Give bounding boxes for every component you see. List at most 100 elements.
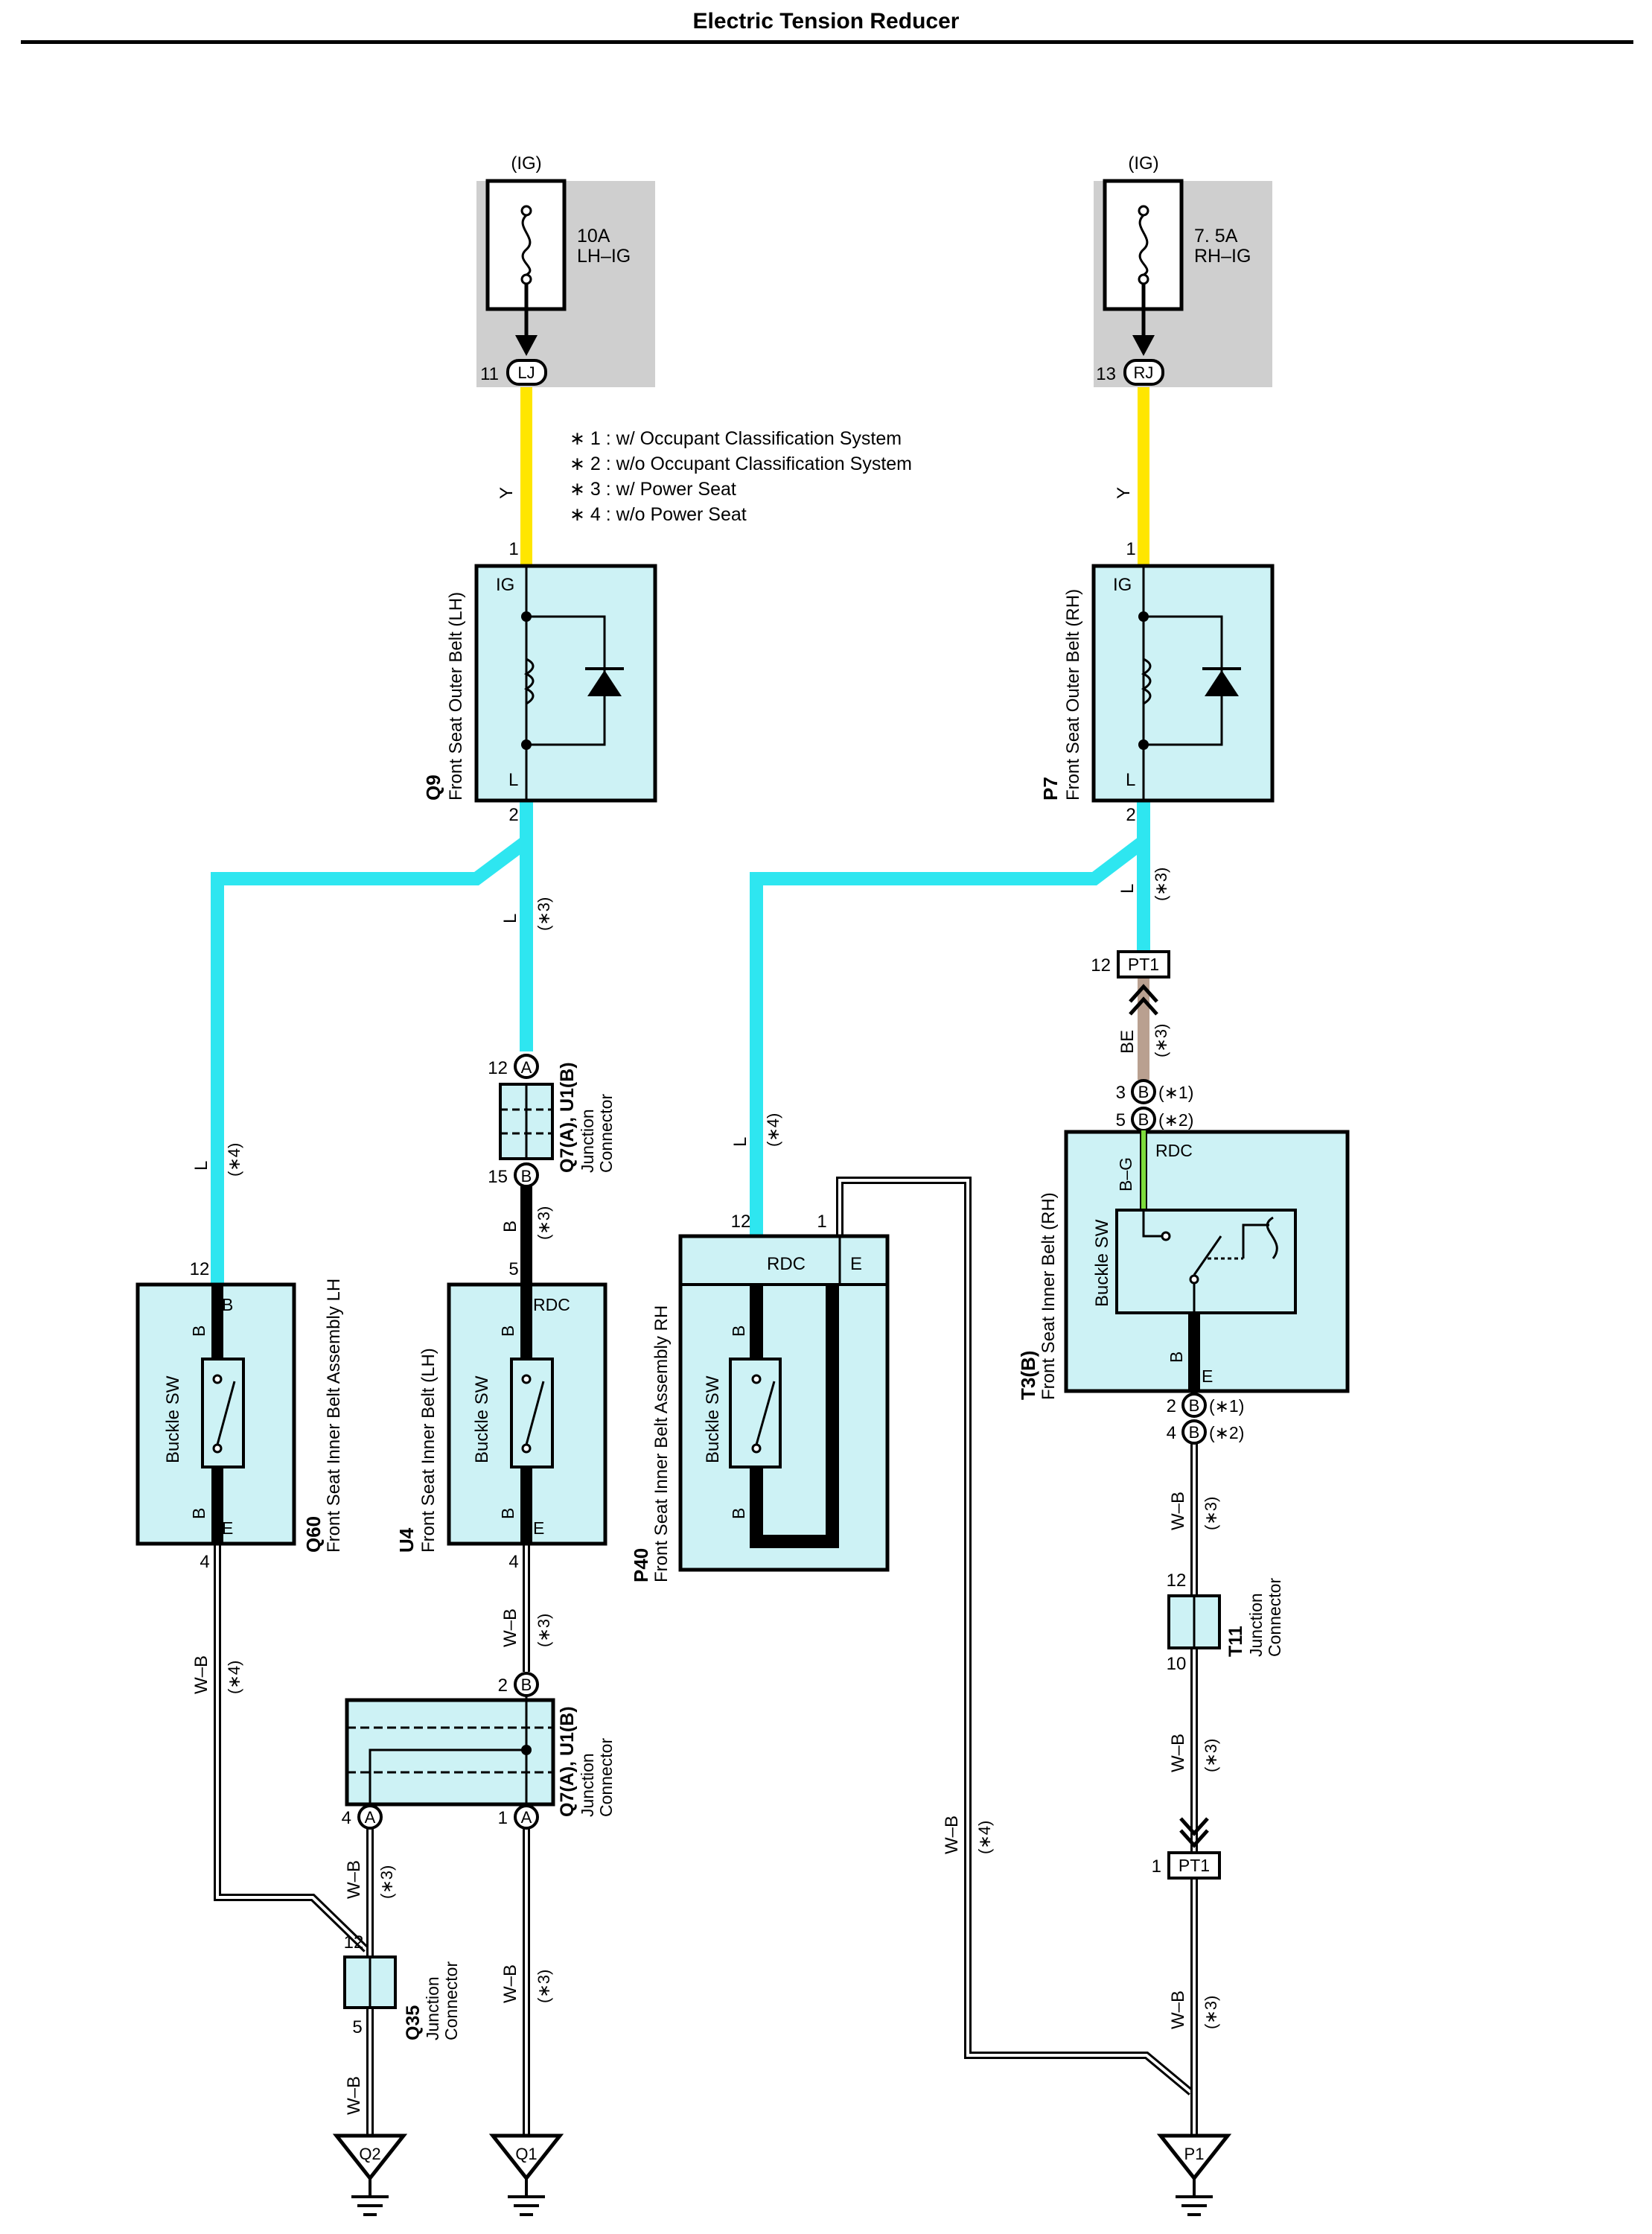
t11-code: T11 [1225,1626,1246,1657]
label-wb-q1: W–B [500,1964,520,2003]
t3-out-conn1: B [1189,1396,1200,1415]
pt1-bottom-pin: 1 [1152,1856,1161,1877]
label-wb-q35: W–B [344,1860,364,1899]
q35-name1: Junction [423,1976,442,2040]
pt1-top-code: PT1 [1128,955,1159,974]
jc-top-conn-a: A [521,1058,532,1077]
label-l-p7-left: L [730,1137,750,1147]
jc-mid-pin-r: 1 [498,1808,508,1828]
fuse-rh [1094,179,1272,387]
t3-out-pin2: 4 [1167,1423,1176,1443]
label-wb-p40-note: (∗4) [975,1821,994,1854]
t11-pin-top: 12 [1167,1571,1187,1591]
fuse-rh-connector: RJ [1134,363,1154,382]
jc-top-code: Q7(A), U1(B) [557,1062,578,1173]
ground-p1 [1156,2133,1232,2216]
jc-mid-code: Q7(A), U1(B) [557,1706,578,1817]
u4-code: U4 [395,1527,418,1553]
pt1-top [1117,950,1170,1016]
label-wb-p1: W–B [1168,1990,1188,2029]
fuse-lh-pin: 11 [480,364,499,384]
p7-relay [1091,564,1275,803]
p7-pin-bottom: 2 [1126,805,1135,825]
u4-belt [447,1282,607,1546]
q35-pin-top: 12 [344,1932,364,1953]
t3-name: Front Seat Inner Belt (RH) [1039,1192,1059,1400]
fuse-lh-name: LH–IG [577,246,631,267]
t3-code: T3(B) [1017,1351,1039,1400]
p40-term-left: RDC [767,1254,806,1274]
jc-top-name1: Junction [578,1109,597,1173]
q35-name2: Connector [441,1961,461,2040]
p40-switch: Buckle SW [703,1375,723,1463]
t3-switch: Buckle SW [1092,1219,1112,1307]
t3-in-pin1: 3 [1116,1083,1126,1103]
u4-term-top: RDC [533,1295,570,1314]
p40-wire-b2: B [729,1508,748,1519]
fuse-rh-source: (IG) [1128,153,1158,174]
t11-name2: Connector [1265,1578,1284,1657]
q9-term-top: IG [496,575,514,595]
t3-out-note2: (∗2) [1209,1423,1244,1442]
t3-in-conn1: B [1138,1083,1149,1101]
label-wb-q2: W–B [344,2076,364,2115]
q9-pin-bottom: 2 [508,805,518,825]
q9-pin-top: 1 [508,539,518,559]
p40-pin-right: 1 [817,1212,826,1232]
label-b-u4-note: (∗3) [535,1206,553,1240]
label-wb-p1-note: (∗3) [1202,1996,1220,2029]
jc-mid-conn-in: B [521,1676,532,1694]
q35-connector [343,1955,397,2009]
u4-switch: Buckle SW [472,1375,492,1463]
fuse-rh-pin: 13 [1096,364,1116,384]
jc-mid-pin-l: 4 [342,1808,351,1828]
q9-term-bottom: L [508,770,518,790]
label-wb-q60-note: (∗4) [225,1661,243,1694]
jc-mid [345,1672,555,1830]
label-y-lh: Y [497,487,517,499]
t3-term-top: RDC [1155,1141,1193,1160]
u4-pin-top: 5 [508,1259,518,1279]
p40-pin-left: 12 [731,1212,751,1232]
p40-wire-b1: B [729,1326,748,1337]
label-wb-t11: W–B [1168,1734,1188,1772]
q9-name: Front Seat Outer Belt (LH) [446,592,466,801]
jc-mid-conn-l: A [365,1808,376,1827]
fuse-lh-connector: LJ [517,363,535,382]
label-l-p7-left-note: (∗4) [764,1113,782,1147]
t11-connector [1167,1594,1221,1649]
p7-code: P7 [1039,777,1062,801]
q60-wire-b2: B [189,1508,208,1519]
u4-wire-b1: B [498,1326,517,1337]
q60-assembly [135,1282,296,1546]
fuse-lh-source: (IG) [511,153,541,174]
pt1-bottom-code: PT1 [1179,1856,1210,1875]
label-be-note: (∗3) [1152,1024,1170,1057]
note-2: ∗ 2 : w/o Occupant Classification System [570,454,912,474]
label-wb-q35-note: (∗3) [377,1865,396,1899]
t3-in-conn2: B [1138,1110,1149,1129]
jc-mid-conn-r: A [521,1808,532,1827]
q9-relay [474,564,657,803]
q60-term-top: B [222,1295,233,1314]
q35-code: Q35 [403,2005,424,2040]
q60-name: Front Seat Inner Belt Assembly LH [324,1279,344,1553]
u4-pin-bottom: 4 [508,1552,518,1572]
label-wb-t11-note: (∗3) [1202,1739,1220,1772]
p40-assembly [678,1234,890,1572]
p7-name: Front Seat Outer Belt (RH) [1063,589,1083,801]
label-l-p7-down: L [1117,884,1138,894]
u4-term-bottom: E [533,1518,544,1538]
p40-term-right: E [850,1254,862,1274]
u4-name: Front Seat Inner Belt (LH) [418,1348,438,1553]
ground-p1-label: P1 [1184,2145,1205,2163]
t3-wire-bg: B–G [1116,1157,1135,1191]
jc-mid-name2: Connector [596,1738,616,1817]
fuse-rh-name: RH–IG [1194,246,1251,267]
ground-q2-label: Q2 [359,2145,380,2163]
t3-out-note1: (∗1) [1209,1396,1244,1416]
notes-legend: ∗ 1 : w/ Occupant Classification System … [570,428,912,525]
label-l-q9-down-note: (∗3) [535,897,553,931]
ground-q1-label: Q1 [515,2145,537,2163]
